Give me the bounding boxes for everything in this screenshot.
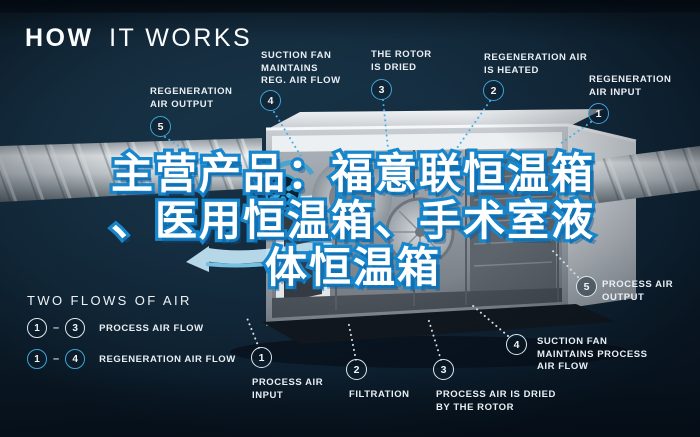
legend-badge-process-from: 1	[27, 318, 47, 338]
page-title: HOW IT WORKS	[25, 24, 252, 53]
badge-regeneration-4: 4	[260, 90, 281, 111]
watermark-text: 主营产品：福意联恒温箱 、医用恒温箱、手术室液 体恒温箱	[30, 147, 676, 295]
badge-regeneration-1: 1	[588, 103, 609, 124]
legend-dash: –	[53, 353, 60, 365]
badge-process-4: 4	[506, 334, 527, 355]
badge-regeneration-3: 3	[371, 79, 392, 100]
badge-regeneration-2: 2	[483, 80, 504, 101]
legend-dash: –	[53, 322, 60, 334]
badge-process-3: 3	[433, 359, 454, 380]
badge-regeneration-5: 5	[150, 116, 171, 137]
badge-process-5: 5	[576, 276, 597, 297]
callout-label-process-air-dried: PROCESS AIR IS DRIED BY THE ROTOR	[436, 389, 556, 413]
callout-label-regeneration-air-heated: REGENERATION AIR IS HEATED	[484, 52, 588, 76]
regeneration-lines	[164, 99, 592, 173]
legend-badge-process-to: 3	[65, 318, 86, 338]
legend-label-process: PROCESS AIR FLOW	[99, 322, 204, 334]
callout-label-regeneration-air-input: REGENERATION AIR INPUT	[589, 74, 672, 98]
legend-two-flows: TWO FLOWS OF AIR 1 – 3 PROCESS AIR FLOW …	[27, 293, 236, 370]
callout-label-suction-fan-reg: SUCTION FAN MAINTAINS REG. AIR FLOW	[261, 50, 341, 87]
legend-label-regeneration: REGENERATION AIR FLOW	[99, 353, 236, 365]
process-lines	[246, 248, 579, 361]
legend-badge-regen-from: 1	[27, 349, 47, 369]
legend-row-process: 1 – 3 PROCESS AIR FLOW	[27, 317, 236, 339]
badge-process-2: 2	[346, 359, 367, 380]
callout-label-process-air-output: PROCESS AIR OUTPUT	[602, 279, 674, 303]
title-light: IT WORKS	[109, 24, 253, 52]
title-bold: HOW	[25, 24, 94, 52]
legend-badge-regen-to: 4	[65, 349, 86, 369]
callout-label-rotor-dried: THE ROTOR IS DRIED	[371, 49, 432, 73]
legend-title: TWO FLOWS OF AIR	[27, 293, 192, 308]
callout-label-suction-fan-process: SUCTION FAN MAINTAINS PROCESS AIR FLOW	[537, 336, 648, 373]
callout-label-filtration: FILTRATION	[349, 389, 410, 400]
callout-label-process-air-input: PROCESS AIR INPUT	[252, 377, 324, 401]
legend-row-regeneration: 1 – 4 REGENERATION AIR FLOW	[27, 348, 236, 370]
watermark-line-3: 体恒温箱	[262, 241, 443, 295]
callout-label-regeneration-air-output: REGENERATION AIR OUTPUT	[150, 86, 233, 110]
watermark-line-1: 主营产品：福意联恒温箱	[108, 147, 597, 201]
watermark-line-2: 、医用恒温箱、手术室液	[108, 194, 597, 248]
badge-process-1: 1	[251, 347, 272, 368]
